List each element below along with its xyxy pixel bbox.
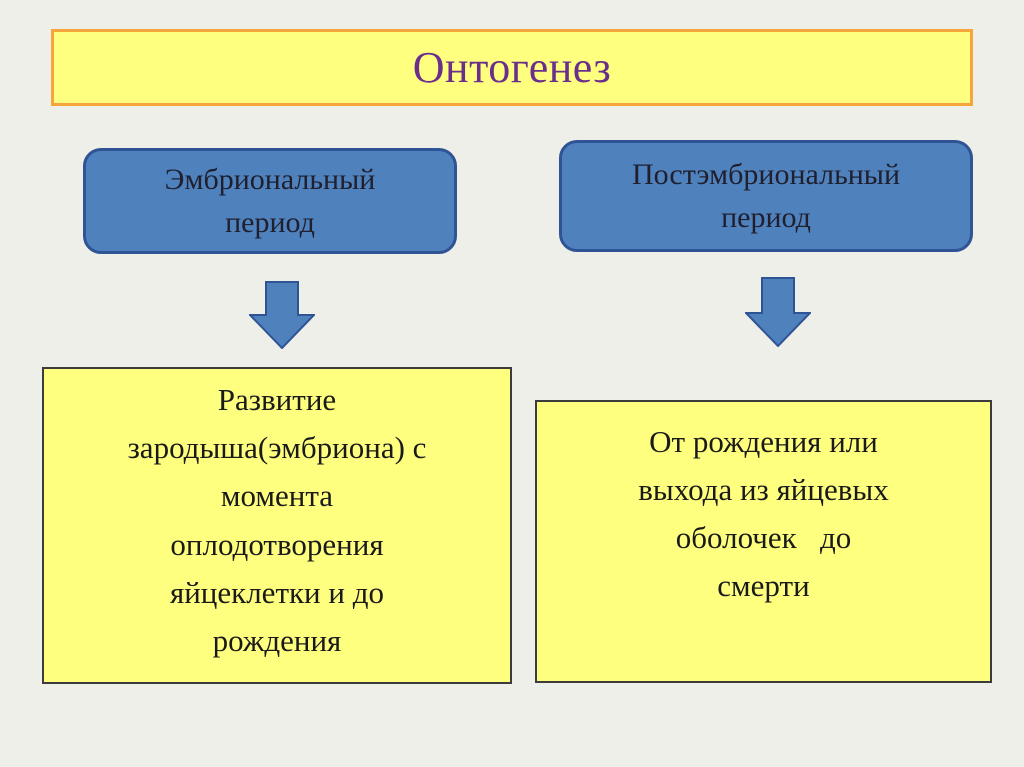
postembryonic-description-box: От рождения или выхода из яйцевых оболоч…: [535, 400, 992, 683]
postembryonic-period-label: Постэмбриональный период: [631, 157, 901, 235]
diagram-title: Онтогенез: [412, 43, 612, 92]
down-arrow-icon: [249, 281, 315, 349]
embryonic-description-box: Развитие зародыша(эмбриона) с момента оп…: [42, 367, 512, 684]
title-box: Онтогенез: [51, 29, 973, 106]
embryonic-description-text: Развитие зародыша(эмбриона) с момента оп…: [127, 382, 427, 658]
down-arrow-icon: [745, 277, 811, 347]
embryonic-period-label: Эмбриональный период: [164, 162, 376, 240]
postembryonic-period-box: Постэмбриональный период: [559, 140, 973, 252]
postembryonic-description-text: От рождения или выхода из яйцевых оболоч…: [638, 424, 889, 604]
embryonic-period-box: Эмбриональный период: [83, 148, 457, 254]
